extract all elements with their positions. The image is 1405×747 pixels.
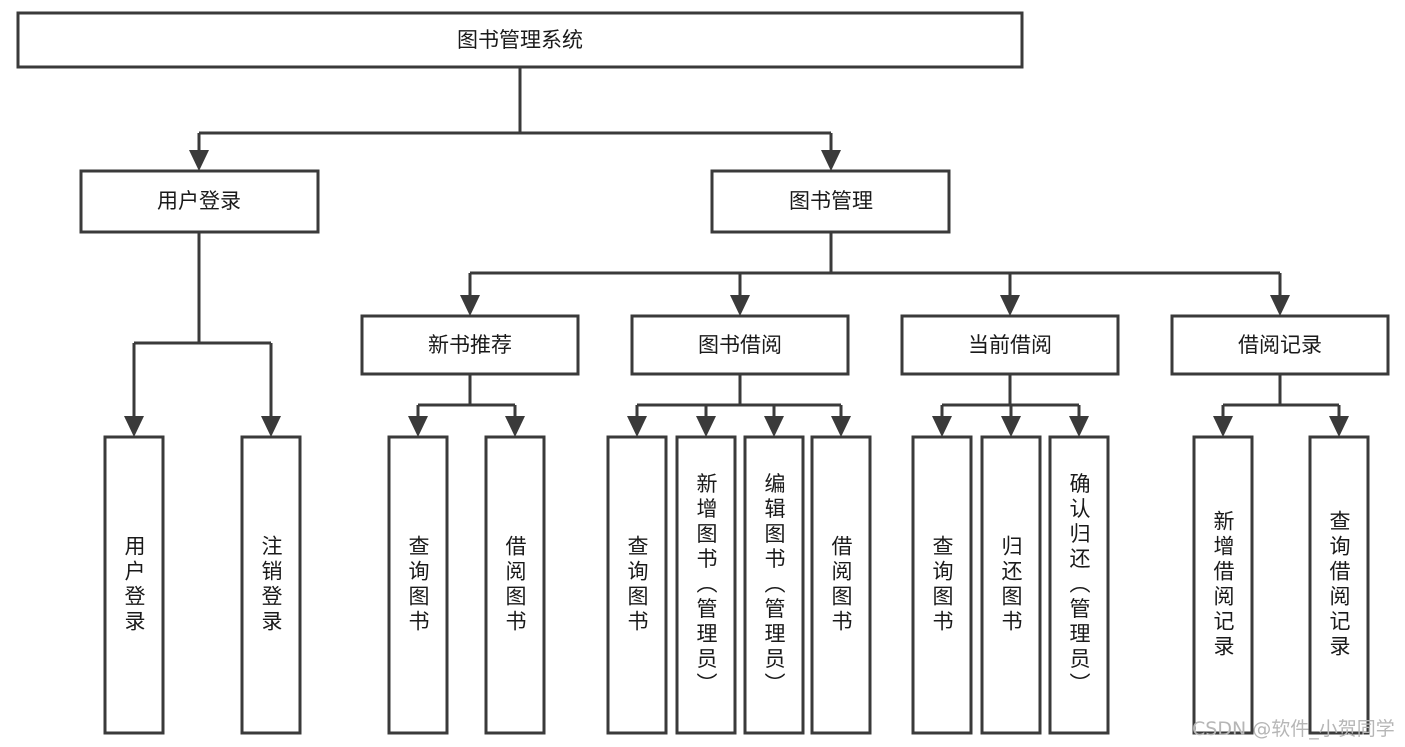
node-leaf-user-login[interactable]: 用户登录: [103, 435, 165, 735]
node-leaf-edit-book-box[interactable]: [743, 435, 805, 735]
nodes-layer: 图书管理系统 用户登录 图书管理 新书推荐 图书借阅: [16, 11, 1390, 735]
arrow-head-new-book-recommend: [460, 295, 480, 316]
node-new-book-recommend-box[interactable]: [360, 314, 580, 376]
node-leaf-query-book-2[interactable]: 查询图书: [606, 435, 668, 735]
node-leaf-add-book-label: 新增图书（管理员）: [694, 473, 718, 698]
node-borrow-record-box[interactable]: [1170, 314, 1390, 376]
node-new-book-recommend-label: 新书推荐: [428, 333, 512, 357]
arrow-head-user-login: [189, 150, 209, 171]
node-user-login-box[interactable]: [79, 169, 320, 234]
node-leaf-query-record[interactable]: 查询借阅记录: [1308, 435, 1370, 735]
node-leaf-query-record-label: 查询借阅记录: [1327, 510, 1351, 660]
node-leaf-query-book-3-box[interactable]: [911, 435, 973, 735]
node-leaf-user-logout[interactable]: 注销登录: [240, 435, 302, 735]
arrow-head-leaf-add-record: [1213, 416, 1233, 437]
arrow-head-borrow-record: [1270, 295, 1290, 316]
node-book-borrow-label: 图书借阅: [698, 333, 782, 357]
node-current-borrow-label: 当前借阅: [968, 333, 1052, 357]
arrow-head-leaf-query-record: [1329, 416, 1349, 437]
arrow-head-leaf-user-login: [124, 416, 144, 437]
node-leaf-confirm-return-label: 确认归还（管理员）: [1067, 473, 1091, 698]
node-root-box[interactable]: [16, 11, 1024, 69]
arrow-head-book-borrow: [730, 295, 750, 316]
node-book-management[interactable]: 图书管理: [710, 169, 951, 234]
node-leaf-add-book[interactable]: 新增图书（管理员）: [675, 435, 737, 735]
node-leaf-add-book-box[interactable]: [675, 435, 737, 735]
node-leaf-confirm-return[interactable]: 确认归还（管理员）: [1048, 435, 1110, 735]
node-book-borrow-box[interactable]: [630, 314, 850, 376]
node-current-borrow[interactable]: 当前借阅: [900, 314, 1120, 376]
arrow-head-leaf-user-logout: [261, 416, 281, 437]
node-leaf-add-record-label: 新增借阅记录: [1211, 510, 1235, 660]
node-leaf-query-book-2-box[interactable]: [606, 435, 668, 735]
node-leaf-query-book-2-label: 查询图书: [625, 535, 649, 635]
arrow-head-leaf-return-book: [1001, 416, 1021, 437]
node-root-book-management-system[interactable]: 图书管理系统: [16, 11, 1024, 69]
arrow-head-leaf-query-book-1: [408, 416, 428, 437]
node-leaf-edit-book[interactable]: 编辑图书（管理员）: [743, 435, 805, 735]
connectors-layer: [124, 67, 1349, 437]
node-user-login[interactable]: 用户登录: [79, 169, 320, 234]
node-leaf-query-book-1-box[interactable]: [387, 435, 449, 735]
node-book-management-box[interactable]: [710, 169, 951, 234]
node-leaf-borrow-book-2-box[interactable]: [810, 435, 872, 735]
arrow-head-leaf-confirm-return: [1069, 416, 1089, 437]
node-leaf-query-book-1[interactable]: 查询图书: [387, 435, 449, 735]
node-leaf-borrow-book-2-label: 借阅图书: [829, 535, 853, 635]
arrow-head-leaf-add-book: [696, 416, 716, 437]
node-leaf-edit-book-label: 编辑图书（管理员）: [762, 473, 786, 698]
arrow-head-leaf-edit-book: [764, 416, 784, 437]
node-leaf-borrow-book-2[interactable]: 借阅图书: [810, 435, 872, 735]
node-leaf-query-book-3[interactable]: 查询图书: [911, 435, 973, 735]
node-leaf-query-book-3-label: 查询图书: [930, 535, 954, 635]
node-leaf-user-login-label: 用户登录: [122, 535, 146, 635]
node-leaf-borrow-book-1[interactable]: 借阅图书: [484, 435, 546, 735]
node-leaf-confirm-return-box[interactable]: [1048, 435, 1110, 735]
arrow-head-leaf-borrow-book-2: [831, 416, 851, 437]
node-leaf-borrow-book-1-box[interactable]: [484, 435, 546, 735]
arrow-head-leaf-query-book-2: [627, 416, 647, 437]
node-root-label: 图书管理系统: [457, 28, 583, 52]
node-leaf-add-record-box[interactable]: [1192, 435, 1254, 735]
node-leaf-return-book-box[interactable]: [980, 435, 1042, 735]
node-leaf-return-book-label: 归还图书: [999, 535, 1023, 635]
node-leaf-return-book[interactable]: 归还图书: [980, 435, 1042, 735]
node-leaf-query-book-1-label: 查询图书: [406, 535, 430, 635]
node-borrow-record[interactable]: 借阅记录: [1170, 314, 1390, 376]
node-current-borrow-box[interactable]: [900, 314, 1120, 376]
node-new-book-recommend[interactable]: 新书推荐: [360, 314, 580, 376]
node-book-borrow[interactable]: 图书借阅: [630, 314, 850, 376]
node-leaf-query-record-box[interactable]: [1308, 435, 1370, 735]
arrow-head-current-borrow: [1000, 295, 1020, 316]
csdn-watermark: CSDN @软件_小贺同学: [1192, 718, 1395, 740]
arrow-head-book-management: [821, 150, 841, 171]
node-leaf-borrow-book-1-label: 借阅图书: [503, 535, 527, 635]
node-borrow-record-label: 借阅记录: [1238, 333, 1322, 357]
node-leaf-add-record[interactable]: 新增借阅记录: [1192, 435, 1254, 735]
node-leaf-user-logout-box[interactable]: [240, 435, 302, 735]
arrow-head-leaf-query-book-3: [932, 416, 952, 437]
node-book-management-label: 图书管理: [789, 189, 873, 213]
node-user-login-label: 用户登录: [157, 189, 241, 213]
arrow-head-leaf-borrow-book-1: [505, 416, 525, 437]
node-leaf-user-logout-label: 注销登录: [259, 535, 283, 635]
node-leaf-user-login-box[interactable]: [103, 435, 165, 735]
